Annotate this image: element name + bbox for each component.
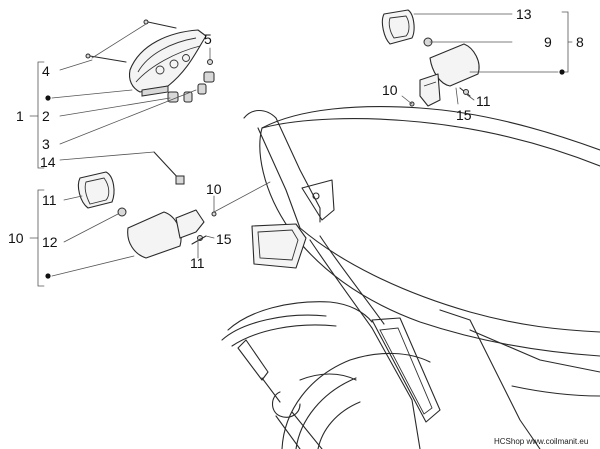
label-15-left: 15	[216, 231, 232, 247]
label-10-left: 10	[8, 230, 24, 246]
label-5: 5	[204, 31, 212, 47]
label-14: 14	[40, 154, 56, 170]
label-8: 8	[576, 34, 584, 50]
bracket-dot	[559, 69, 565, 75]
watermark-text: HCShop www.coilmanit.eu	[494, 437, 588, 446]
tail-light-assembly	[85, 19, 215, 185]
bracket-dot	[45, 95, 51, 101]
label-2: 2	[42, 108, 50, 124]
label-11-left: 11	[42, 192, 57, 208]
bracket-dot	[45, 273, 51, 279]
label-10-right: 10	[382, 82, 398, 98]
label-9: 9	[544, 34, 552, 50]
scooter-body	[221, 106, 600, 449]
label-15-right: 15	[456, 107, 472, 123]
label-13: 13	[516, 6, 532, 22]
indicator-left-assembly	[77, 171, 217, 259]
label-12: 12	[42, 234, 58, 250]
label-1: 1	[16, 108, 24, 124]
label-11-mid: 11	[190, 255, 205, 271]
part-labels: 1 2 3 4 5 14 11 10 12 10 15 11 13 9 8 10…	[8, 6, 584, 271]
label-11-right: 11	[476, 93, 491, 109]
label-10-mid: 10	[206, 181, 222, 197]
label-4: 4	[42, 63, 50, 79]
leader-lines	[29, 11, 573, 287]
label-3: 3	[42, 136, 50, 152]
